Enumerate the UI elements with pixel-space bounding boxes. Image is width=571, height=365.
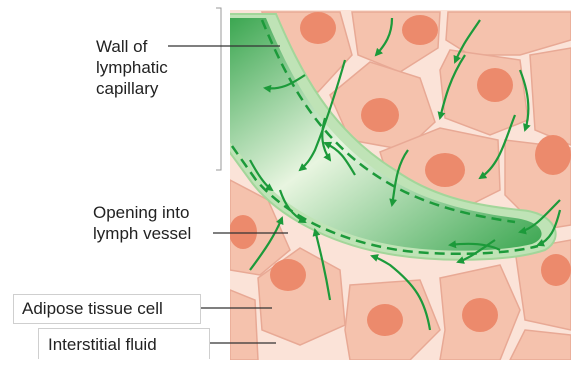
nucleus — [462, 298, 498, 332]
nucleus — [361, 98, 399, 132]
nucleus — [541, 254, 571, 286]
nucleus — [402, 15, 438, 45]
nucleus — [535, 135, 571, 175]
adipose-label: Adipose tissue cell — [22, 298, 163, 319]
wall-bracket — [216, 8, 221, 170]
nucleus — [270, 259, 306, 291]
nucleus — [477, 68, 513, 102]
nucleus — [367, 304, 403, 336]
opening-label: Opening into lymph vessel — [93, 202, 191, 244]
nucleus — [425, 153, 465, 187]
nucleus — [229, 215, 257, 249]
adipose-cell — [530, 48, 571, 145]
adipose-cell — [230, 290, 258, 360]
nucleus — [300, 12, 336, 44]
interstitial-label: Interstitial fluid — [48, 334, 157, 355]
wall-label: Wall of lymphatic capillary — [96, 36, 168, 99]
